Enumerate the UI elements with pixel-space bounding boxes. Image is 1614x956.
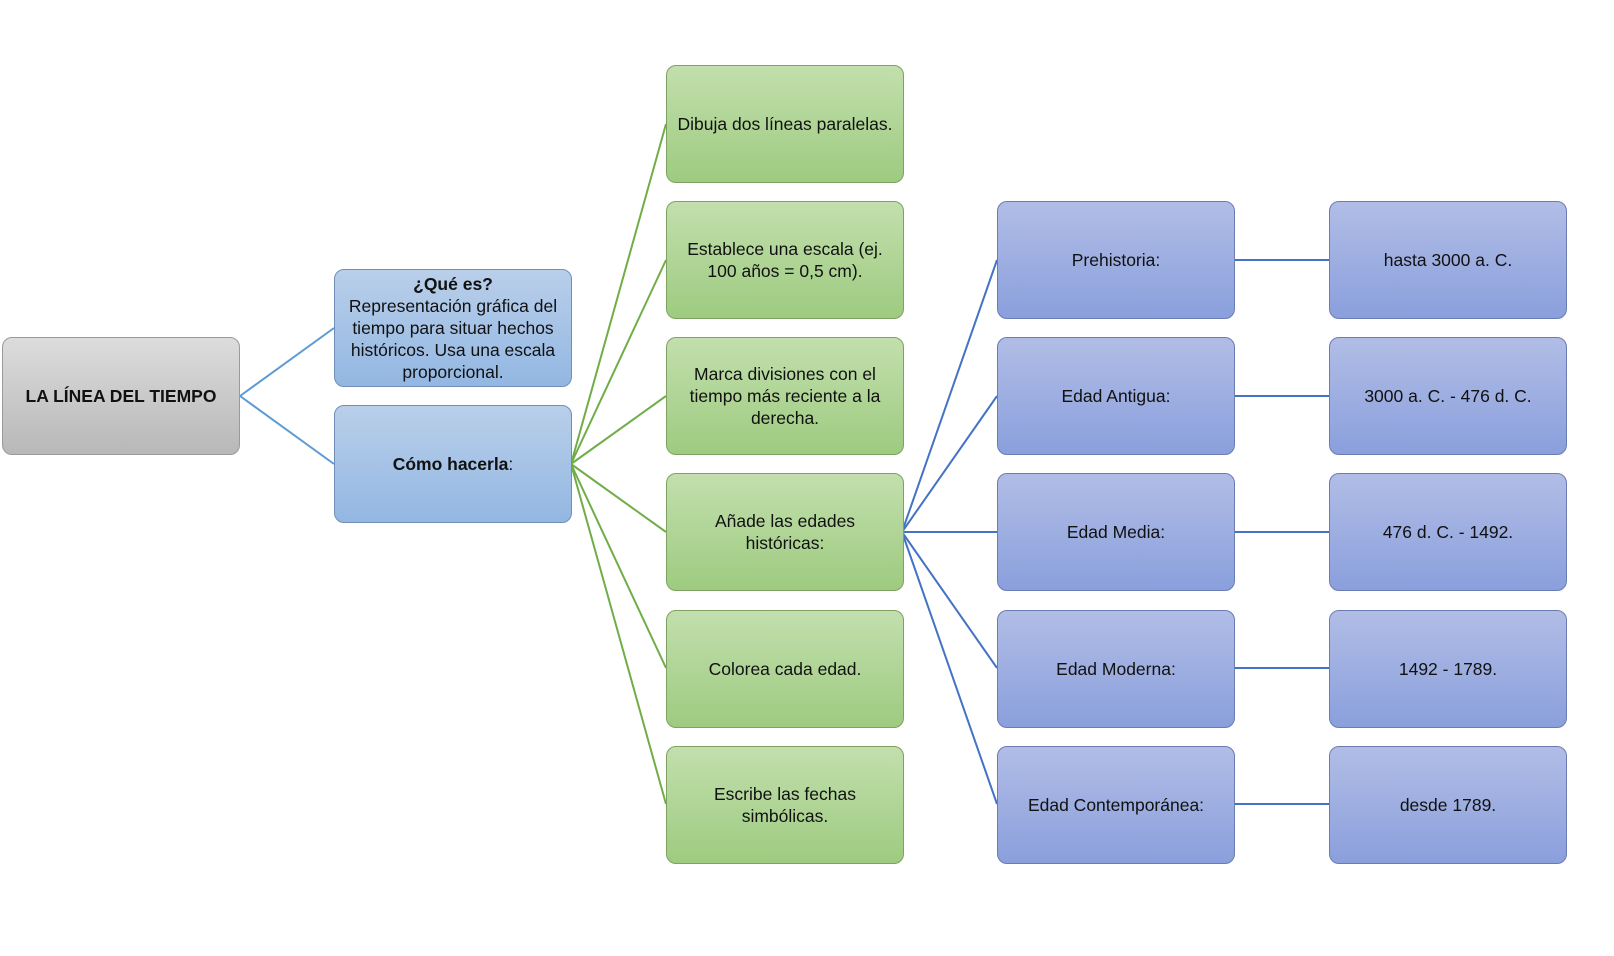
step-text-1: Dibuja dos líneas paralelas. bbox=[677, 114, 893, 134]
step-text-2: Establece una escala (ej. 100 años = 0,5… bbox=[687, 239, 883, 281]
connector-age-5 bbox=[901, 531, 998, 805]
age-dates-1: hasta 3000 a. C. bbox=[1383, 250, 1513, 270]
step-node-4: Añade las edades históricas: bbox=[666, 473, 904, 591]
connector-step-6 bbox=[570, 463, 667, 805]
step-node-2: Establece una escala (ej. 100 años = 0,5… bbox=[666, 201, 904, 319]
age-name-3: Edad Media: bbox=[1066, 522, 1166, 542]
connector-step-3 bbox=[570, 395, 667, 465]
que-es-text: Representación gráfica del tiempo para s… bbox=[348, 296, 558, 382]
age-node-4: Edad Moderna: bbox=[997, 610, 1235, 728]
age-dates-4: 1492 - 1789. bbox=[1398, 659, 1498, 679]
connector-age-2 bbox=[901, 395, 998, 533]
root-node: LA LÍNEA DEL TIEMPO bbox=[2, 337, 240, 455]
step-node-5: Colorea cada edad. bbox=[666, 610, 904, 728]
age-dates-2: 3000 a. C. - 476 d. C. bbox=[1364, 386, 1532, 406]
date-node-1: hasta 3000 a. C. bbox=[1329, 201, 1567, 319]
step-node-1: Dibuja dos líneas paralelas. bbox=[666, 65, 904, 183]
como-suffix: : bbox=[508, 454, 514, 474]
root-label: LA LÍNEA DEL TIEMPO bbox=[25, 386, 217, 406]
date-node-3: 476 d. C. - 1492. bbox=[1329, 473, 1567, 591]
step-node-6: Escribe las fechas simbólicas. bbox=[666, 746, 904, 864]
date-node-2: 3000 a. C. - 476 d. C. bbox=[1329, 337, 1567, 455]
age-node-2: Edad Antigua: bbox=[997, 337, 1235, 455]
step-text-3: Marca divisiones con el tiempo más recie… bbox=[689, 364, 881, 428]
age-node-3: Edad Media: bbox=[997, 473, 1235, 591]
age-name-4: Edad Moderna: bbox=[1056, 659, 1176, 679]
connector-age-1 bbox=[901, 259, 998, 533]
step-text-6: Escribe las fechas simbólicas. bbox=[713, 784, 856, 826]
como-label: Cómo hacerla: bbox=[393, 453, 514, 475]
age-node-1: Prehistoria: bbox=[997, 201, 1235, 319]
age-name-2: Edad Antigua: bbox=[1061, 386, 1171, 406]
connector-step-2 bbox=[570, 259, 667, 465]
como-node: Cómo hacerla: bbox=[334, 405, 572, 523]
que-es-node: ¿Qué es? Representación gráfica del tiem… bbox=[334, 269, 572, 387]
date-node-5: desde 1789. bbox=[1329, 746, 1567, 864]
connector-step-5 bbox=[570, 463, 667, 669]
connector-age-4 bbox=[901, 531, 998, 669]
connector-root-como bbox=[239, 395, 335, 465]
connector-step-4 bbox=[570, 463, 667, 533]
step-node-3: Marca divisiones con el tiempo más recie… bbox=[666, 337, 904, 455]
age-dates-3: 476 d. C. - 1492. bbox=[1382, 522, 1514, 542]
date-node-4: 1492 - 1789. bbox=[1329, 610, 1567, 728]
como-heading: Cómo hacerla bbox=[392, 454, 509, 474]
age-name-5: Edad Contemporánea: bbox=[1027, 795, 1205, 815]
que-es-heading: ¿Qué es? bbox=[413, 274, 493, 294]
connector-step-1 bbox=[570, 123, 667, 465]
step-text-5: Colorea cada edad. bbox=[708, 659, 862, 679]
age-name-1: Prehistoria: bbox=[1071, 250, 1161, 270]
step-text-4: Añade las edades históricas: bbox=[714, 511, 856, 553]
age-node-5: Edad Contemporánea: bbox=[997, 746, 1235, 864]
connector-root-que-es bbox=[239, 327, 335, 397]
age-dates-5: desde 1789. bbox=[1399, 795, 1497, 815]
